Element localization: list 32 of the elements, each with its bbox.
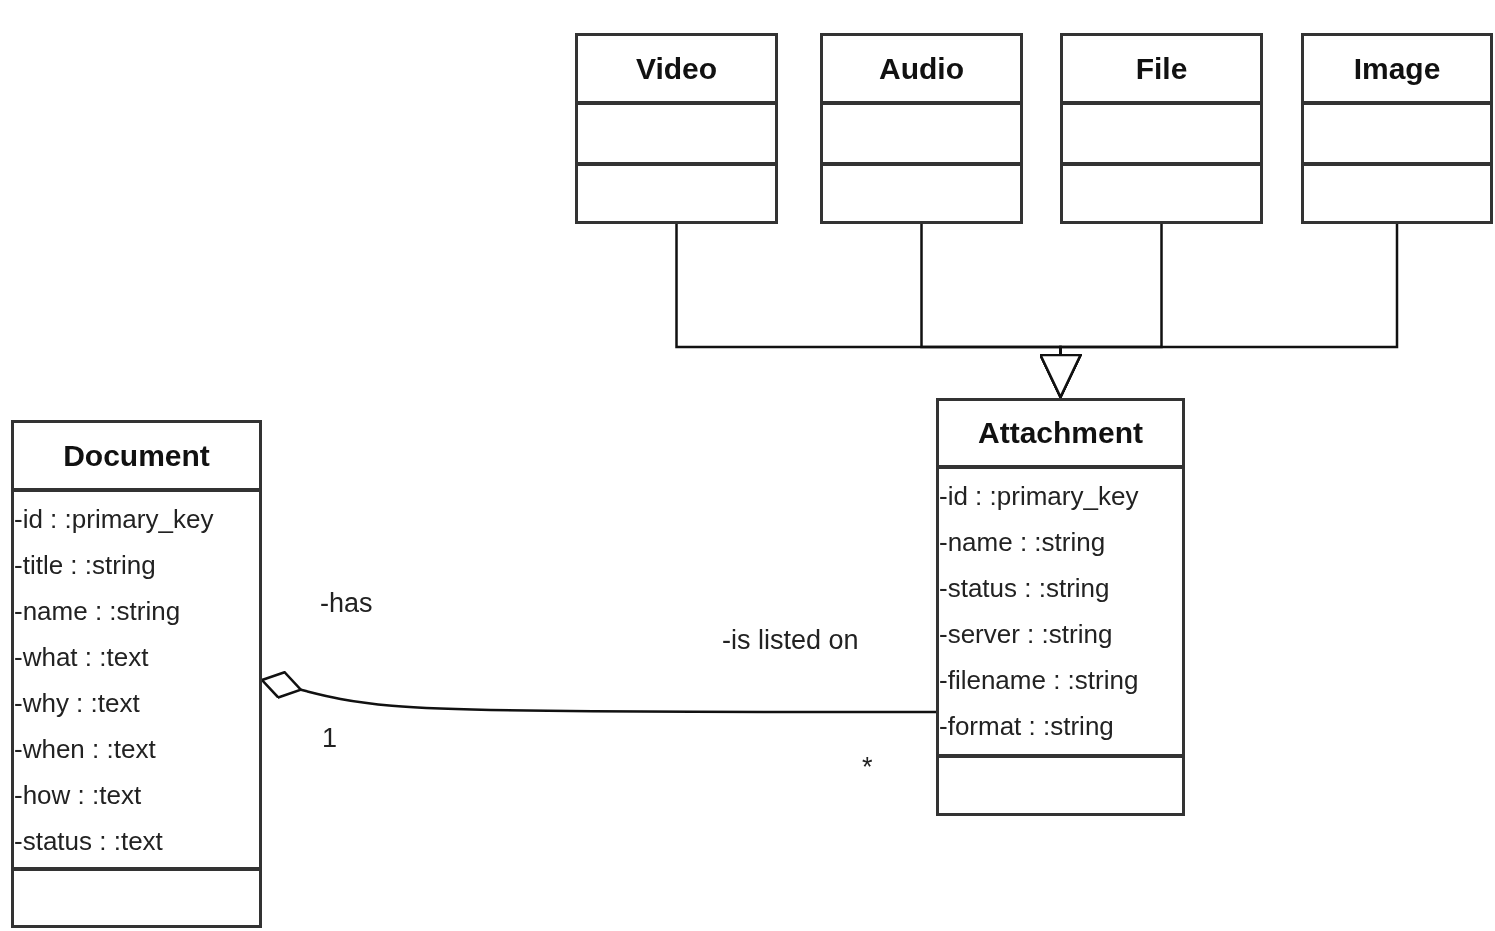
class-box bbox=[575, 33, 778, 224]
class-name: Audio bbox=[879, 51, 964, 86]
attribute-text: -id : :primary_key bbox=[14, 503, 214, 536]
class-name: Attachment bbox=[978, 416, 1143, 450]
aggregation-line bbox=[260, 671, 936, 714]
attribute-text: -when : :text bbox=[14, 733, 156, 766]
multiplicity-label: * bbox=[862, 752, 873, 783]
role-label: -is listed on bbox=[722, 625, 859, 656]
class-box bbox=[820, 33, 1023, 224]
multiplicity-label: 1 bbox=[322, 723, 338, 754]
attribute-text: -filename : :string bbox=[939, 664, 1139, 697]
class-box bbox=[936, 398, 1185, 816]
attribute-text: -name : :string bbox=[14, 595, 181, 628]
attribute-text: -format : :string bbox=[939, 710, 1114, 743]
attribute-text: -server : :string bbox=[939, 618, 1113, 651]
attribute-text: -status : :text bbox=[14, 825, 163, 858]
attribute-text: -status : :string bbox=[939, 572, 1110, 605]
class-name: Video bbox=[635, 51, 718, 86]
attribute-text: -why : :text bbox=[14, 687, 140, 720]
class-name: Image bbox=[1353, 51, 1441, 86]
class-name: Document bbox=[63, 438, 210, 473]
class-name: File bbox=[1135, 51, 1188, 86]
class-box bbox=[1060, 33, 1263, 224]
attribute-text: -what : :text bbox=[14, 641, 149, 674]
role-label: -has bbox=[320, 588, 373, 619]
attribute-text: -title : :string bbox=[14, 549, 156, 582]
attribute-text: -id : :primary_key bbox=[939, 480, 1139, 513]
class-box bbox=[1301, 33, 1493, 224]
attribute-text: -name : :string bbox=[939, 526, 1106, 559]
generalization-arrow bbox=[1039, 224, 1399, 399]
attribute-text: -how : :text bbox=[14, 779, 142, 812]
class-box bbox=[11, 420, 262, 928]
